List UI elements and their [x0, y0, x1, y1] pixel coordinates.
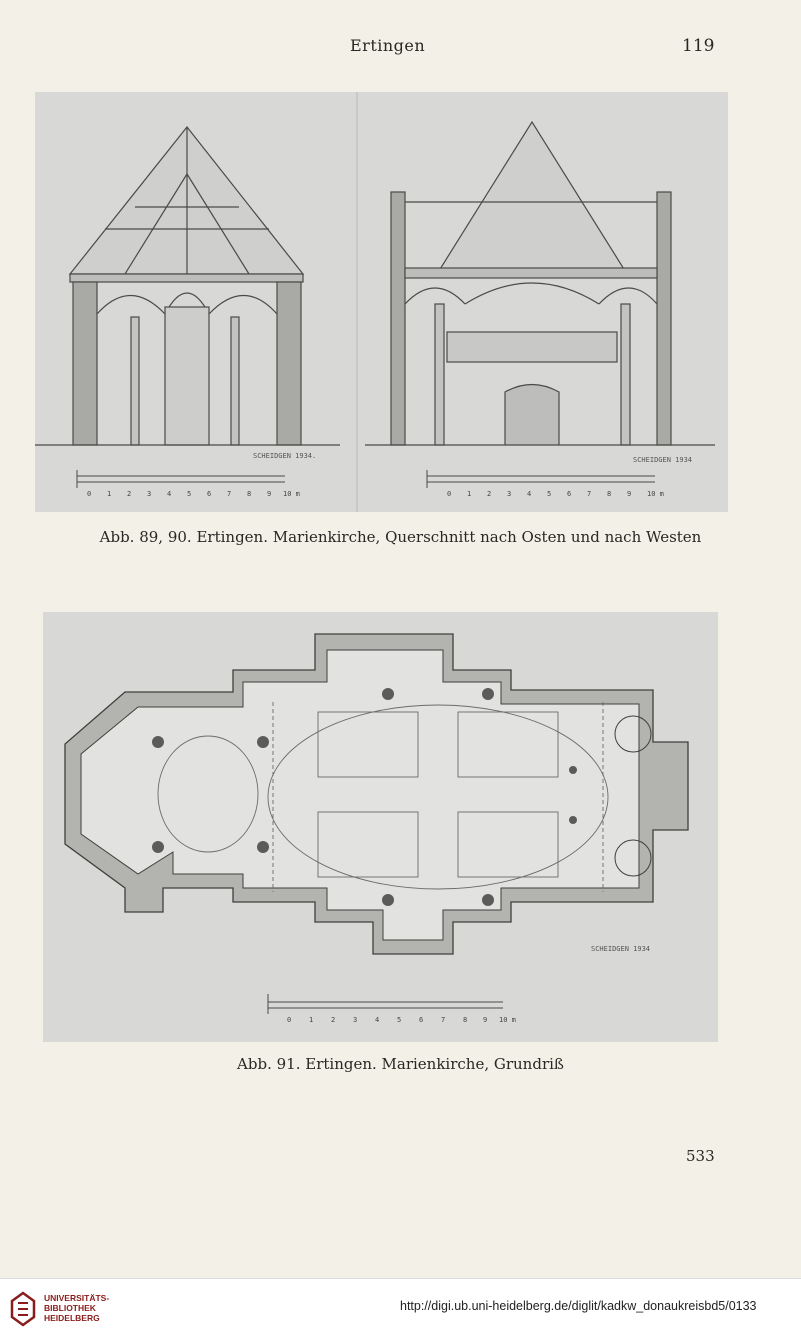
cross-section-drawings: SCHEIDGEN 1934. SCHEIDGEN 1934 0 1 2 3 4… — [35, 92, 728, 512]
scale-label: 5 — [547, 490, 551, 498]
scale-label: 2 — [331, 1016, 335, 1024]
running-title: Ertingen — [350, 36, 426, 55]
pillars — [152, 688, 577, 906]
scale-label: 10 m — [499, 1016, 516, 1024]
digital-library-footer: UNIVERSITÄTS- BIBLIOTHEK HEIDELBERG http… — [0, 1278, 801, 1336]
library-name-line: HEIDELBERG — [44, 1313, 100, 1323]
floor-plan-drawing: SCHEIDGEN 1934 0 1 2 3 4 5 6 7 8 9 10 m — [43, 612, 718, 1042]
scale-bar-plan-labels: 0 1 2 3 4 5 6 7 8 9 10 m — [287, 1016, 516, 1024]
scale-label: 8 — [607, 490, 611, 498]
library-name-line: BIBLIOTHEK — [44, 1303, 96, 1313]
library-name[interactable]: UNIVERSITÄTS- BIBLIOTHEK HEIDELBERG — [44, 1293, 109, 1323]
scale-label: 5 — [187, 490, 191, 498]
scale-bar-right — [426, 470, 655, 488]
running-head: Ertingen 119 — [0, 36, 801, 56]
archive-page-number: 533 — [686, 1147, 715, 1165]
scale-label: 3 — [147, 490, 151, 498]
scale-bar-plan — [267, 994, 503, 1014]
stair-north — [614, 715, 652, 753]
figure-cross-sections: SCHEIDGEN 1934. SCHEIDGEN 1934 0 1 2 3 4… — [35, 92, 728, 512]
scale-label: 2 — [487, 490, 491, 498]
scale-label: 9 — [267, 490, 271, 498]
scale-label: 10 m — [647, 490, 664, 498]
scale-label: 0 — [87, 490, 91, 498]
book-page: Ertingen 119 — [0, 36, 801, 1165]
scale-label: 0 — [447, 490, 451, 498]
figure-floor-plan: SCHEIDGEN 1934 0 1 2 3 4 5 6 7 8 9 10 m — [43, 612, 718, 1042]
scale-label: 6 — [207, 490, 211, 498]
university-library-logo-icon[interactable] — [8, 1291, 38, 1327]
scale-bar-right-labels: 0 1 2 3 4 5 6 7 8 9 10 m — [447, 490, 664, 498]
scale-label: 4 — [527, 490, 531, 498]
scale-label: 7 — [587, 490, 591, 498]
section-west-drawing — [365, 120, 715, 446]
scale-label: 7 — [227, 490, 231, 498]
stair-south — [614, 839, 652, 877]
scale-label: 9 — [627, 490, 631, 498]
scale-label: 1 — [467, 490, 471, 498]
right-signature: SCHEIDGEN 1934 — [633, 456, 692, 464]
scale-label: 7 — [441, 1016, 445, 1024]
left-signature: SCHEIDGEN 1934. — [253, 452, 316, 460]
scale-label: 9 — [483, 1016, 487, 1024]
plan-signature: SCHEIDGEN 1934 — [591, 945, 650, 953]
scale-label: 0 — [287, 1016, 291, 1024]
scale-label: 6 — [567, 490, 571, 498]
section-east-drawing — [35, 126, 340, 446]
choir-circle — [157, 735, 259, 853]
scale-label: 3 — [353, 1016, 357, 1024]
scale-bar-left-labels: 0 1 2 3 4 5 6 7 8 9 10 m — [87, 490, 300, 498]
scale-label: 1 — [309, 1016, 313, 1024]
church-interior — [80, 649, 640, 941]
library-name-line: UNIVERSITÄTS- — [44, 1293, 110, 1303]
scale-label: 5 — [397, 1016, 401, 1024]
scale-label: 8 — [463, 1016, 467, 1024]
scale-label: 8 — [247, 490, 251, 498]
permalink-url[interactable]: http://digi.ub.uni-heidelberg.de/diglit/… — [400, 1299, 757, 1313]
scale-label: 6 — [419, 1016, 423, 1024]
scale-bar-left — [76, 470, 285, 488]
scale-label: 1 — [107, 490, 111, 498]
scale-label: 4 — [375, 1016, 379, 1024]
scale-label: 10 m — [283, 490, 300, 498]
page-number: 119 — [682, 36, 715, 56]
caption-figure-91: Abb. 91. Ertingen. Marienkirche, Grundri… — [237, 1055, 564, 1073]
nave-oval — [267, 704, 609, 890]
scale-label: 4 — [167, 490, 171, 498]
caption-figures-89-90: Abb. 89, 90. Ertingen. Marienkirche, Que… — [99, 528, 702, 546]
scale-label: 3 — [507, 490, 511, 498]
scale-label: 2 — [127, 490, 131, 498]
